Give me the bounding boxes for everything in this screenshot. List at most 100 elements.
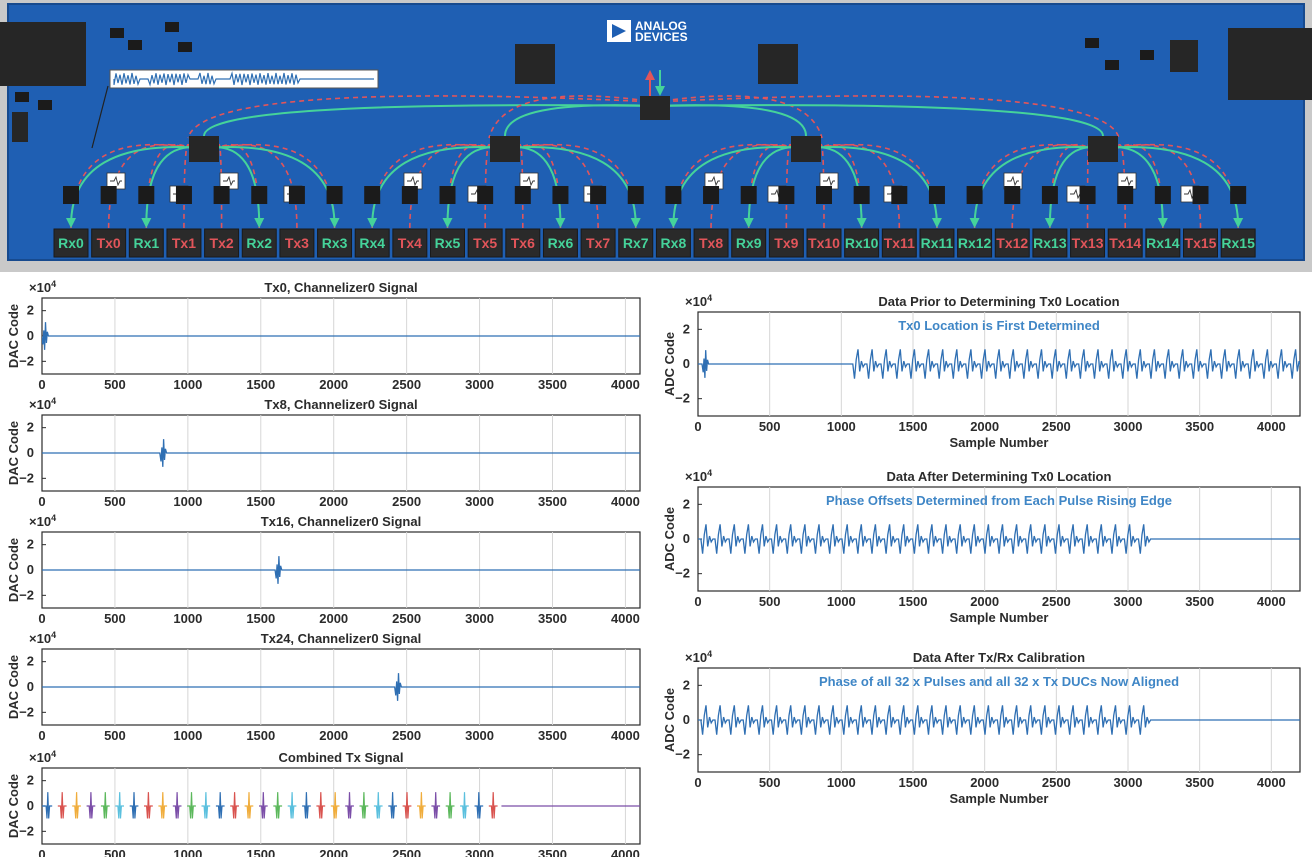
top-down-arrow [655, 86, 665, 96]
rx-arrow [969, 218, 980, 228]
chart-title: Combined Tx Signal [279, 750, 404, 765]
tx-route-dashed [183, 143, 191, 229]
x-tick-label: 3000 [465, 494, 494, 509]
chart-annotation: Tx0 Location is First Determined [898, 318, 1100, 333]
axis-exponent-power: 4 [707, 468, 712, 478]
channel-part [1192, 186, 1209, 204]
tx-route-dashed [217, 143, 298, 229]
x-tick-label: 500 [759, 419, 781, 434]
y-tick-label: −2 [19, 587, 34, 602]
hub-route-dashed [654, 95, 1120, 139]
chart-title: Tx16, Channelizer0 Signal [261, 514, 421, 529]
channel-label-rx0: Rx0 [58, 235, 84, 251]
channel-connector [53, 228, 89, 258]
channel-connector [354, 228, 390, 258]
channel-part [63, 186, 79, 204]
x-axis-label: Sample Number [950, 791, 1049, 806]
filter-wave [523, 175, 535, 187]
channel-label-rx11: Rx11 [921, 235, 954, 251]
channel-part [891, 186, 908, 204]
hub-route [504, 104, 656, 137]
hub-route-dashed [187, 95, 656, 139]
channel-label-tx12: Tx12 [996, 235, 1028, 251]
pulse [100, 792, 110, 819]
channel-label-tx14: Tx14 [1109, 235, 1141, 251]
y-tick-label: 2 [27, 773, 34, 788]
channel-label-rx8: Rx8 [661, 235, 687, 251]
x-tick-label: 0 [694, 775, 701, 790]
channel-label-tx7: Tx7 [586, 235, 610, 251]
y-tick-label: −2 [19, 704, 34, 719]
channel-part [552, 186, 569, 204]
channel-label-rx10: Rx10 [845, 235, 879, 251]
hub-chip [791, 136, 821, 162]
chart-c5: Data Prior to Determining Tx0 Location×1… [662, 293, 1301, 450]
chart-c6: Data After Determining Tx0 Location×1042… [662, 468, 1301, 625]
x-tick-label: 0 [38, 494, 45, 509]
x-tick-label: 1000 [173, 728, 202, 743]
series-line [698, 349, 1300, 379]
x-tick-label: 3500 [538, 728, 567, 743]
channel-part [1117, 186, 1134, 204]
smd-part [38, 100, 52, 110]
right-connector [1228, 28, 1312, 100]
y-axis-label: ADC Code [662, 688, 677, 752]
rx-arrow [555, 218, 566, 228]
pulse [86, 792, 96, 819]
x-tick-label: 4000 [611, 377, 640, 392]
plot-content [698, 524, 1300, 554]
filter-wave [1007, 175, 1019, 187]
adi-logo: ANALOG DEVICES [607, 19, 688, 44]
x-tick-label: 3000 [1114, 594, 1143, 609]
rx-route [70, 146, 205, 227]
channel-label-tx9: Tx9 [774, 235, 798, 251]
y-axis-label: ADC Code [662, 507, 677, 571]
left-connector [0, 22, 86, 86]
smd-part [1085, 38, 1099, 48]
x-tick-label: 1000 [173, 847, 202, 857]
pulse [316, 792, 326, 819]
channel-connector [1183, 228, 1218, 258]
axis-exponent-power: 4 [707, 649, 712, 659]
pulse [244, 792, 254, 819]
x-tick-label: 3500 [1185, 594, 1214, 609]
axis-exponent-power: 4 [51, 396, 56, 406]
y-tick-label: −2 [675, 391, 690, 406]
rx-arrow [743, 218, 754, 228]
pulse [488, 792, 498, 819]
tx-route-dashed [484, 143, 492, 229]
tx-route-dashed [1116, 143, 1202, 229]
channel-connector [1220, 228, 1256, 258]
channel-part [627, 186, 644, 204]
chip-right-top [758, 44, 798, 84]
x-tick-label: 2000 [970, 594, 999, 609]
pulse [388, 792, 397, 819]
y-tick-label: −2 [19, 470, 34, 485]
logo-text-line1: ANALOG [635, 19, 687, 33]
channel-part [288, 186, 305, 204]
x-tick-label: 2000 [319, 847, 348, 857]
axis-exponent: ×104 [29, 396, 56, 412]
x-tick-label: 1500 [899, 419, 928, 434]
x-tick-label: 2500 [392, 611, 421, 626]
channel-label-tx6: Tx6 [511, 235, 535, 251]
x-tick-label: 500 [759, 775, 781, 790]
axis-exponent-power: 4 [51, 749, 56, 759]
pulse [172, 792, 182, 819]
channel-part [665, 186, 682, 204]
chart-annotation: Phase of all 32 x Pulses and all 32 x Tx… [819, 674, 1179, 689]
plot-content [42, 673, 640, 701]
tx-route-dashed [1011, 143, 1090, 229]
channel-part [1154, 186, 1171, 204]
tx-route-dashed [819, 143, 901, 229]
logo-text-line2: DEVICES [635, 30, 688, 44]
pulse [287, 792, 297, 819]
x-tick-label: 0 [694, 419, 701, 434]
y-tick-label: 0 [27, 328, 34, 343]
y-tick-label: 2 [27, 654, 34, 669]
channel-label-tx5: Tx5 [473, 235, 497, 251]
y-tick-label: 2 [683, 677, 690, 692]
